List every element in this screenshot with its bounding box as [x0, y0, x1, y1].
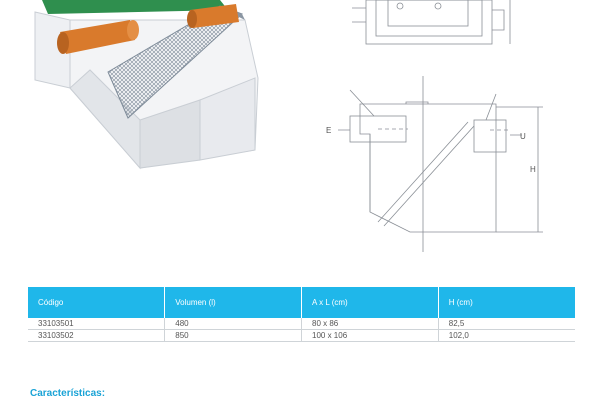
height-label: H: [530, 165, 536, 174]
cell-height: 102,0: [437, 329, 575, 342]
table-row: 33103502 850 100 x 106 102,0: [28, 329, 575, 342]
cell-code: 33103501: [28, 318, 165, 330]
top-view-drawing: [352, 0, 511, 45]
cell-dimensions: 80 x 86: [301, 318, 439, 330]
col-header-height: H (cm): [437, 287, 575, 318]
cell-code: 33103502: [28, 329, 165, 342]
table-row: 33103501 480 80 x 86 82,5: [28, 318, 575, 330]
cell-dimensions: 100 x 106: [301, 329, 439, 342]
inlet-label: E: [326, 126, 331, 135]
spec-table: Código Volumen (l) A x L (cm) H (cm) 331…: [28, 287, 575, 342]
cell-volume: 480: [164, 318, 302, 330]
cell-volume: 850: [164, 329, 302, 342]
spec-table-header-row: Código Volumen (l) A x L (cm) H (cm): [28, 287, 575, 318]
outlet-label: U: [520, 132, 526, 141]
col-header-volume: Volumen (l): [164, 287, 302, 318]
features-heading: Características:: [30, 388, 106, 399]
col-header-dimensions: A x L (cm): [301, 287, 439, 318]
product-render-image: [34, 0, 259, 170]
side-view-drawing: E U H: [326, 76, 543, 252]
cell-height: 82,5: [437, 318, 575, 330]
col-header-code: Código: [28, 287, 165, 318]
